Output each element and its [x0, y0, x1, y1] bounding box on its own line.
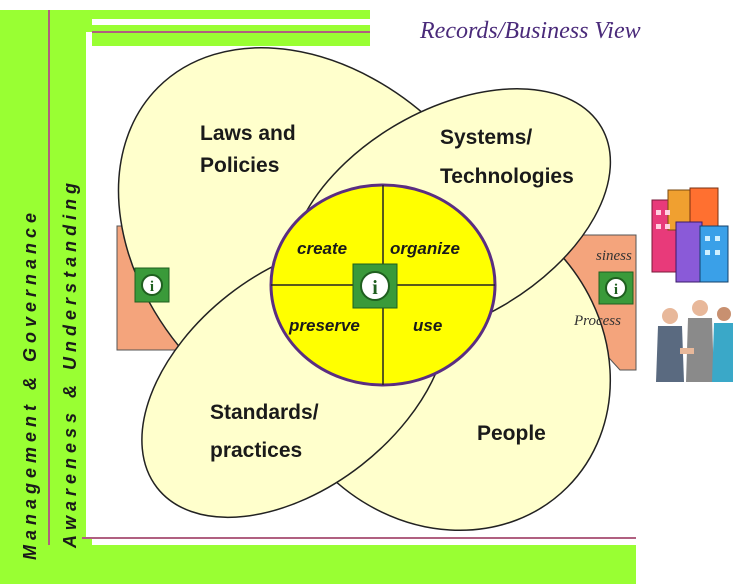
label-people: People: [477, 422, 546, 445]
left-inner-white: [86, 32, 92, 538]
center-use: use: [413, 316, 442, 335]
people-handshake-icon: [656, 300, 733, 382]
label-laws-line2: Policies: [200, 154, 279, 177]
center-create: create: [297, 239, 347, 258]
label-systems-line1: Systems/: [440, 126, 532, 149]
info-icon-left-glyph: i: [150, 279, 154, 295]
diagram-title: Records/Business View: [419, 18, 641, 44]
info-icon-left: i: [134, 267, 170, 303]
buildings-icon: [651, 187, 729, 283]
sidebar-management-governance: Management & Governance: [20, 208, 40, 560]
info-icon-right-glyph: i: [614, 282, 618, 298]
label-laws-line1: Laws and: [200, 122, 296, 145]
center-preserve: preserve: [288, 316, 360, 335]
frame: [0, 10, 636, 584]
left-green-bar: [0, 10, 92, 584]
info-icon-center: i: [352, 263, 398, 309]
info-icon-right: i: [598, 271, 634, 305]
top-white-strip: [78, 19, 370, 25]
info-icon-center-glyph: i: [372, 277, 378, 299]
bottom-green-bar: [0, 545, 636, 584]
business-process-line1: siness: [596, 248, 632, 264]
sidebar-awareness-understanding: Awareness & Understanding: [60, 178, 80, 549]
center-organize: organize: [390, 239, 460, 258]
label-systems-line2: Technologies: [440, 165, 574, 188]
business-process-line2: Process: [573, 313, 621, 329]
label-standards-line2: practices: [210, 439, 302, 462]
label-standards-line1: Standards/: [210, 401, 319, 424]
